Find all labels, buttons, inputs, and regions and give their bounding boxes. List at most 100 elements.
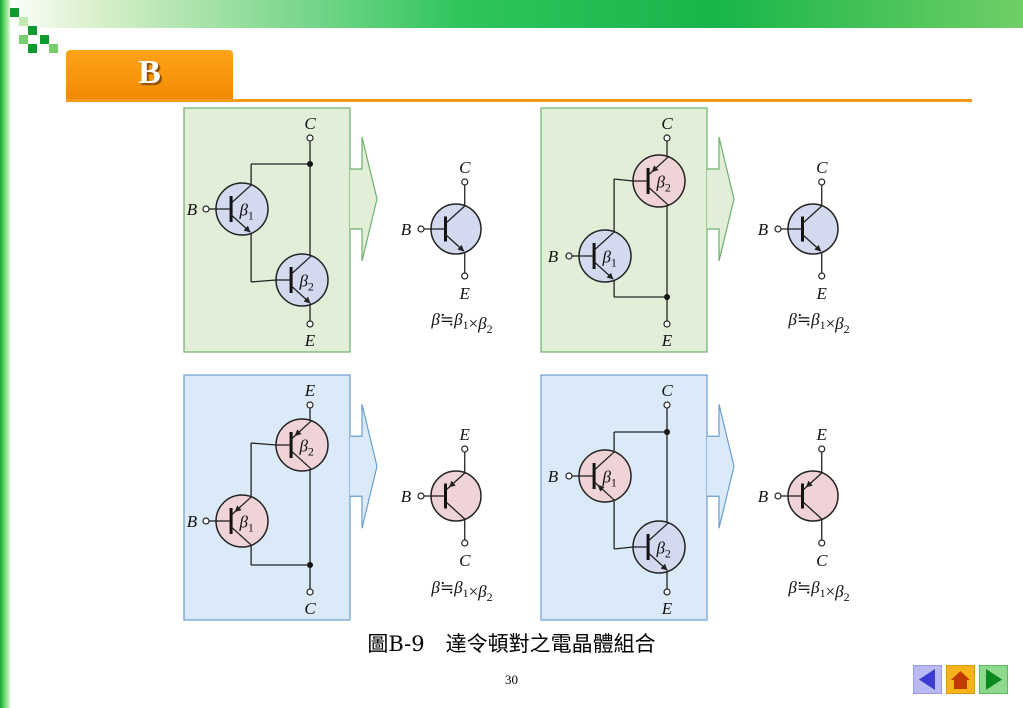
terminal-label-top: C xyxy=(661,381,673,400)
terminal-label-bottom: E xyxy=(304,331,316,350)
equivalent-label-bottom: E xyxy=(816,284,828,303)
equivalent-label-top: E xyxy=(459,425,471,444)
equivalent-label-base: B xyxy=(758,487,769,506)
decor-square xyxy=(19,35,28,44)
transistor-beta-label: β1 xyxy=(601,248,616,270)
beta-formula: β≒β1×β2 xyxy=(430,310,492,336)
top-gradient-bar xyxy=(0,0,1023,28)
terminal xyxy=(461,178,469,186)
emitter-arrow xyxy=(593,261,614,280)
terminal xyxy=(306,134,314,142)
wire xyxy=(251,442,277,446)
emitter-arrow xyxy=(597,484,615,501)
equivalent-transistor xyxy=(430,203,482,255)
terminal xyxy=(663,320,671,328)
page-number: 30 xyxy=(505,672,518,687)
collector-leg xyxy=(290,450,312,470)
emitter-arrow xyxy=(294,420,312,437)
emitter-leg xyxy=(593,481,600,487)
transistor-beta-label: β2 xyxy=(298,272,313,294)
terminal-label-base: B xyxy=(187,512,198,531)
emitter-arrow xyxy=(445,234,465,252)
terminal-label-base: B xyxy=(548,247,559,266)
home-button[interactable] xyxy=(945,664,976,695)
next-slide-button[interactable] xyxy=(978,664,1009,695)
terminal-label-bottom: E xyxy=(661,331,673,350)
emitter-leg xyxy=(445,485,451,491)
terminal xyxy=(774,492,782,500)
terminal xyxy=(417,225,425,233)
equivalent-label-bottom: C xyxy=(816,551,828,570)
equivalent-label-top: E xyxy=(816,425,828,444)
collector-leg xyxy=(445,501,466,520)
panel-background xyxy=(183,374,351,621)
left-gradient-bar xyxy=(0,0,10,708)
collector-leg xyxy=(593,231,615,251)
collector-leg xyxy=(802,205,823,224)
transistor-q2: β2 xyxy=(632,154,686,208)
equivalent-label-bottom: E xyxy=(459,284,471,303)
emitter-leg xyxy=(230,510,237,516)
terminal xyxy=(461,272,469,280)
terminal xyxy=(818,272,826,280)
wire xyxy=(251,279,277,283)
wire xyxy=(614,546,634,550)
section-header-tab: B xyxy=(66,50,233,100)
terminal xyxy=(202,517,210,525)
transistor-beta-label: β1 xyxy=(601,468,616,490)
collector-leg xyxy=(647,522,669,542)
terminal-label-bottom: E xyxy=(661,599,673,618)
decor-square xyxy=(28,26,37,35)
beta-formula: β≒β1×β2 xyxy=(787,310,849,336)
collector-leg xyxy=(290,255,312,275)
transistor-q1: β1 xyxy=(578,229,632,283)
emitter-leg xyxy=(647,170,654,176)
equivalent-label-top: C xyxy=(459,158,471,177)
terminal xyxy=(818,445,826,453)
terminal xyxy=(306,320,314,328)
terminal xyxy=(663,401,671,409)
emitter-leg xyxy=(290,434,297,440)
terminal xyxy=(461,539,469,547)
collector-leg xyxy=(445,205,466,224)
terminal-label-top: C xyxy=(661,114,673,133)
terminal xyxy=(306,401,314,409)
home-icon xyxy=(945,664,976,695)
panel-background xyxy=(540,374,708,621)
terminal-label-top: E xyxy=(304,381,316,400)
terminal xyxy=(663,588,671,596)
panel-background xyxy=(540,107,708,353)
equivalent-label-base: B xyxy=(401,487,412,506)
beta-formula: β≒β1×β2 xyxy=(787,578,849,604)
previous-slide-button[interactable] xyxy=(912,664,943,695)
emitter-arrow xyxy=(805,472,823,488)
transistor-q1: β1 xyxy=(578,449,632,503)
transistor-q2: β2 xyxy=(275,253,329,307)
collector-leg xyxy=(647,186,669,206)
terminal-label-base: B xyxy=(187,200,198,219)
transistor-beta-label: β1 xyxy=(238,513,253,535)
collector-leg xyxy=(230,184,252,204)
collector-leg xyxy=(230,526,252,546)
section-title: B xyxy=(138,54,161,91)
emitter-leg xyxy=(802,485,808,491)
header-underline xyxy=(66,99,972,102)
collector-leg xyxy=(802,501,823,520)
transistor-beta-label: β2 xyxy=(655,173,670,195)
terminal-label-top: C xyxy=(304,114,316,133)
terminal xyxy=(306,588,314,596)
transistor-q1: β1 xyxy=(215,182,269,236)
figure-caption: 圖B-9 達令頓對之電晶體組合 xyxy=(367,632,656,656)
equivalent-label-base: B xyxy=(401,220,412,239)
emitter-arrow xyxy=(647,552,668,571)
terminal-label-base: B xyxy=(548,467,559,486)
transform-arrow xyxy=(350,404,378,529)
emitter-arrow xyxy=(448,472,466,488)
terminal xyxy=(565,252,573,260)
equivalent-label-bottom: C xyxy=(459,551,471,570)
emitter-arrow xyxy=(230,214,251,233)
triangle-left-icon xyxy=(912,664,943,695)
transform-arrow xyxy=(350,136,378,262)
